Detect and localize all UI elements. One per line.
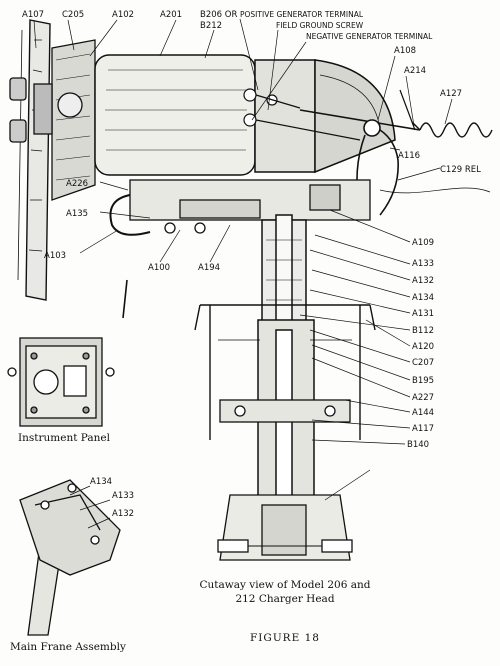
leader-lines (33, 18, 453, 529)
label-c129: C129 REL (440, 165, 481, 175)
label-a107: A107 (22, 10, 44, 20)
reference-mark (122, 279, 128, 319)
figure-number: FIGURE 18 (250, 632, 320, 644)
central-shaft (257, 214, 315, 501)
label-inset-a133: A133 (112, 491, 134, 501)
bottom-clamp (217, 494, 353, 561)
label-field-ground-screw: FIELD GROUND SCREW (276, 21, 364, 30)
label-positive-terminal: POSITIVE GENERATOR TERMINAL (240, 10, 364, 19)
main-caption: Cutaway view of Model 206 and 212 Charge… (199, 579, 371, 605)
tension-spring (411, 121, 493, 138)
label-a214: A214 (404, 66, 426, 76)
label-b112: B112 (412, 326, 434, 336)
fluid-line (379, 187, 491, 194)
main-frame-drawing (19, 479, 121, 636)
label-a100: A100 (148, 263, 170, 273)
instrument-panel-caption: Instrument Panel (18, 432, 110, 444)
mounting-cup (194, 304, 376, 440)
label-a201: A201 (160, 10, 182, 20)
label-a134: A134 (412, 293, 434, 303)
linkage-arm (299, 89, 421, 216)
label-negative-terminal: NEGATIVE GENERATOR TERMINAL (306, 32, 433, 41)
mounting-bracket (9, 39, 96, 201)
label-a194: A194 (198, 263, 220, 273)
label-a108: A108 (394, 46, 416, 56)
label-a144: A144 (412, 408, 434, 418)
carriage-assembly (109, 179, 371, 236)
label-b206or: B206 OR (200, 10, 237, 20)
label-a116: A116 (398, 151, 420, 161)
label-a132: A132 (412, 276, 434, 286)
label-b140: B140 (407, 440, 429, 450)
label-a227: A227 (412, 393, 434, 403)
cross-plate (219, 399, 351, 423)
label-b195: B195 (412, 376, 434, 386)
label-b212: B212 (200, 21, 222, 31)
instrument-panel-drawing (7, 337, 115, 427)
label-a135: A135 (66, 209, 88, 219)
label-a131: A131 (412, 309, 434, 319)
label-a133: A133 (412, 259, 434, 269)
generator-terminals (243, 88, 361, 141)
label-a102: A102 (112, 10, 134, 20)
label-inset-a132: A132 (112, 509, 134, 519)
label-a109: A109 (412, 238, 434, 248)
generator-housing (94, 54, 396, 176)
label-a226: A226 (66, 179, 88, 189)
label-inset-a134: A134 (90, 477, 112, 487)
callout-labels: A107 C205 A102 A201 B206 OR B212 POSITIV… (22, 10, 481, 519)
label-a117: A117 (412, 424, 434, 434)
label-c205: C205 (62, 10, 84, 20)
main-frame-caption: Main Frane Assembly (10, 641, 126, 653)
label-a103: A103 (44, 251, 66, 261)
label-c207: C207 (412, 358, 434, 368)
label-a120: A120 (412, 342, 434, 352)
label-a127: A127 (440, 89, 462, 99)
